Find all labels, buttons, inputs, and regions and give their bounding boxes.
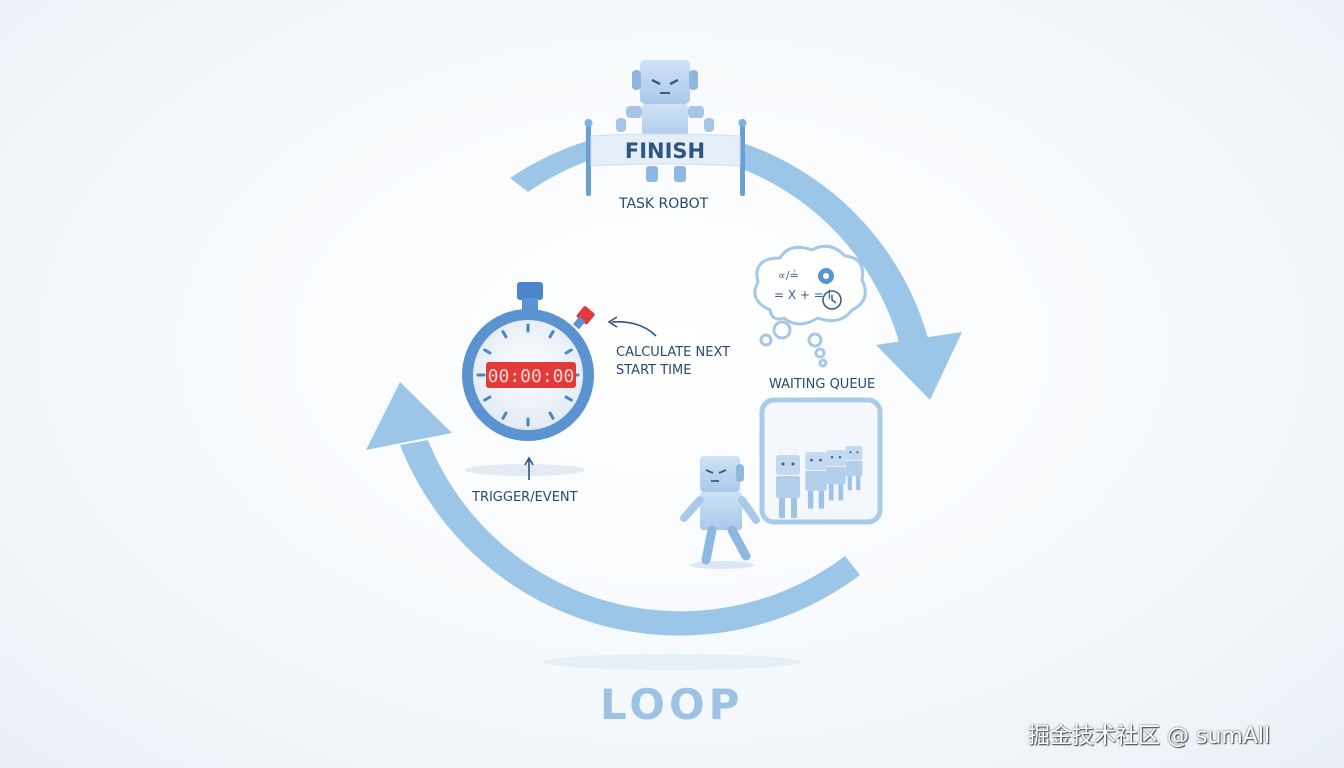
queued-robot xyxy=(805,452,827,509)
finish-banner-text: FINISH xyxy=(625,139,705,163)
stopwatch: 00:00:00 xyxy=(462,282,595,476)
queued-robot xyxy=(845,446,863,491)
stopwatch-tick xyxy=(548,411,555,420)
calculate-next-start-label: CALCULATE NEXT START TIME xyxy=(616,344,730,380)
stopwatch-display: 00:00:00 xyxy=(488,366,575,387)
stopwatch-tick xyxy=(501,411,508,420)
gear-icon xyxy=(818,268,834,284)
watermark: 掘金技术社区 @ sumAll xyxy=(1028,724,1271,749)
top-loop-arrow-shaft xyxy=(510,140,590,192)
waiting-queue-label: WAITING QUEUE xyxy=(769,377,876,392)
stopwatch-tick xyxy=(483,395,492,402)
queued-robot xyxy=(776,455,800,518)
loop-title: LOOP xyxy=(600,680,744,729)
bottom-loop-arrow-shaft xyxy=(400,440,860,636)
stopwatch-tick xyxy=(564,395,573,402)
bottom-loop-arrowhead xyxy=(366,382,452,450)
stopwatch-tick xyxy=(564,348,573,355)
trigger-event-label: TRIGGER/EVENT xyxy=(472,490,578,505)
thought-cloud xyxy=(753,244,867,368)
calculate-line-2: START TIME xyxy=(616,363,692,378)
task-robot-label: TASK ROBOT xyxy=(619,196,709,212)
calculate-line-1: CALCULATE NEXT xyxy=(616,345,731,360)
queued-robots xyxy=(776,446,863,518)
stopwatch-tick xyxy=(501,330,508,339)
finish-ribbon xyxy=(590,133,741,167)
queued-robot xyxy=(826,450,846,501)
finish-line xyxy=(584,119,747,196)
top-loop-arrowhead xyxy=(876,332,962,400)
thought-formula-2: = X + = l xyxy=(774,288,831,302)
stopwatch-tick xyxy=(548,330,555,339)
clock-icon xyxy=(822,290,842,310)
walking-robot xyxy=(680,456,760,569)
top-loop-arrow-shaft-right xyxy=(740,142,928,346)
thought-formula-1: ∝/≟ xyxy=(778,269,799,282)
stopwatch-tick xyxy=(483,348,492,355)
calculate-pointer-arrow xyxy=(611,320,657,337)
